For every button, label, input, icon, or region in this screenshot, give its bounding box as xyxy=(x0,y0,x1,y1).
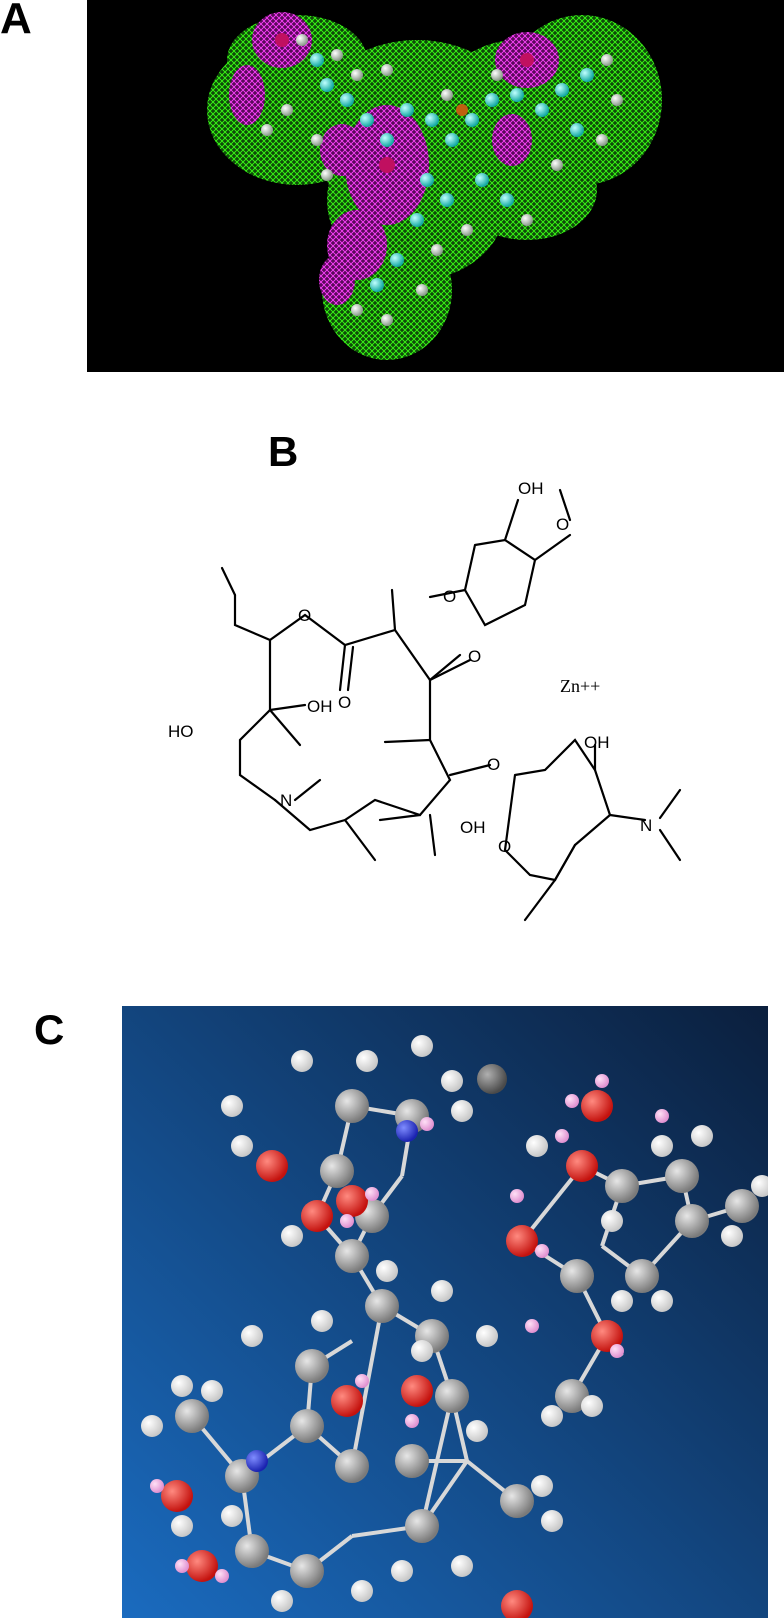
atom-oh-desosamine: OH xyxy=(584,733,610,752)
panel-c-label: C xyxy=(34,1006,65,1053)
skeletal-formula: OH O O O O O OH HO O OH N OH O N Zn++ xyxy=(168,479,682,922)
atom-o-desosamine-ring: O xyxy=(498,837,511,856)
atom-n-ring: N xyxy=(280,791,292,810)
atom-o-glycosidic-1: O xyxy=(468,647,481,666)
panel-b-label: B xyxy=(268,428,299,475)
atom-n-desosamine: N xyxy=(640,816,652,835)
surface-mesh-render xyxy=(207,12,662,360)
atom-oh-c6: OH xyxy=(460,818,486,837)
ball-and-stick-model xyxy=(122,1006,773,1622)
atom-oh-top: OH xyxy=(518,480,544,498)
ball-stick-render xyxy=(122,1006,773,1622)
zinc-ion-label: Zn++ xyxy=(560,676,600,696)
atom-oh-c12: OH xyxy=(307,697,333,716)
model-background xyxy=(122,1006,768,1618)
model-atoms xyxy=(141,1035,773,1622)
panel-a-label: A xyxy=(0,0,32,43)
atom-spheres xyxy=(261,33,623,326)
electrostatic-surface-image xyxy=(87,0,784,372)
atom-o-glycosidic-2: O xyxy=(487,755,500,774)
atom-o-cladinose-ring: O xyxy=(443,587,456,606)
atom-o-ring-ester: O xyxy=(298,606,311,625)
structure-2d-diagram: OH O O O O O OH HO O OH N OH O N Zn++ xyxy=(150,479,710,960)
atom-o-methoxy: O xyxy=(556,515,569,534)
atom-labels: OH O O O O O OH HO O OH N OH O N Zn++ xyxy=(168,479,652,856)
zinc-atom xyxy=(477,1064,507,1094)
bonds xyxy=(220,488,682,922)
atom-o-carbonyl: O xyxy=(338,693,351,712)
atom-ho-left: HO xyxy=(168,722,194,741)
